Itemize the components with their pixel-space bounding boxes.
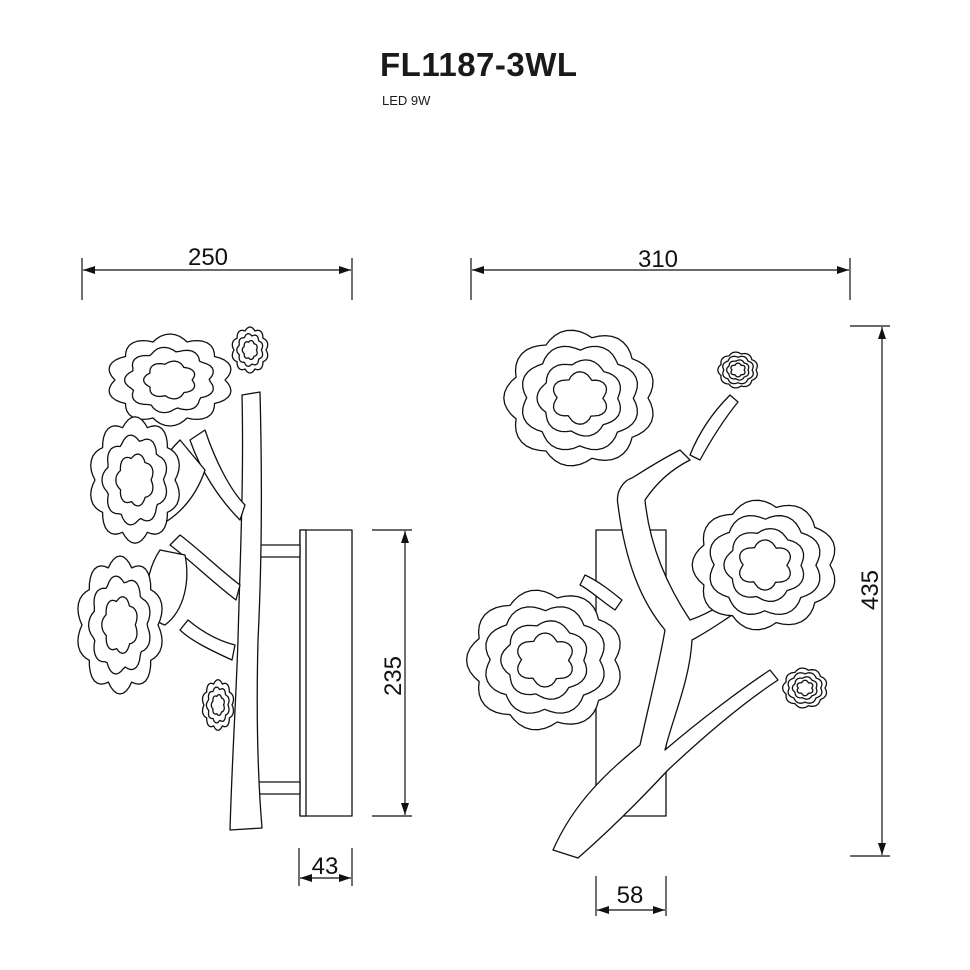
dimension-label: 250 [188,244,228,271]
dimension-plate-width: 58 [595,876,667,916]
side-leaf [201,679,235,731]
dimension-label: 58 [617,882,644,909]
side-flower-middle [90,416,180,544]
dimension-front-width: 310 [470,246,851,300]
wall-plate-side [299,529,353,817]
dimension-label: 435 [857,570,884,610]
side-leaf [231,326,269,374]
leaf-cluster [717,351,758,389]
flower-right [691,499,836,631]
side-flower-bottom [77,555,163,695]
dimension-label: 235 [380,656,407,696]
flower-top [503,329,654,467]
dimension-label: 43 [312,853,339,880]
dimension-depth: 43 [298,848,353,886]
branch-side [229,391,263,831]
side-view [77,326,353,831]
flower-left [465,589,621,731]
leaf-cluster [781,667,828,709]
dimension-plate-height: 235 [372,529,412,817]
dimension-label: 310 [638,246,678,273]
dimension-side-width: 250 [81,244,353,300]
branch-front [552,449,796,859]
dimension-height: 435 [850,325,890,857]
front-view [465,329,836,859]
side-flower-top [108,333,232,427]
model-spec: LED 9W [382,93,431,108]
model-title: FL1187-3WL [380,46,578,83]
